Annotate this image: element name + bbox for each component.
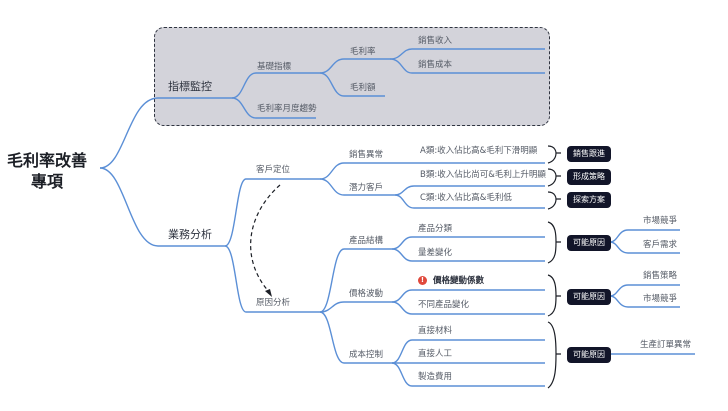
connector-customer-anomaly <box>319 162 545 180</box>
topic-direct-labor[interactable]: 直接人工 <box>418 349 453 359</box>
topic-market-competition-2[interactable]: 市場競爭 <box>643 294 678 304</box>
tag-explore-solution[interactable]: 探索方案 <box>567 192 611 208</box>
connector-product-volume <box>391 248 545 262</box>
connector-indicator-trend <box>231 97 316 119</box>
relationship-arrow <box>250 184 281 294</box>
connector-potential-c <box>394 194 545 209</box>
connector-tag1-demand <box>609 241 680 254</box>
topic-class-a[interactable]: A類:收入佔比高&毛利下滑明顯 <box>420 146 538 156</box>
topic-production-order-anomaly[interactable]: 生產訂單異常 <box>640 340 692 350</box>
connector-cause-price <box>319 301 392 313</box>
connector-price-diff <box>391 301 545 315</box>
topic-sales-cost[interactable]: 銷售成本 <box>418 60 453 70</box>
topic-indicator-monitoring[interactable]: 指標監控 <box>168 80 212 93</box>
connector-price-coef <box>391 289 545 303</box>
connector-root-indicator <box>99 97 232 169</box>
topic-class-b[interactable]: B類:收入佔比尚可&毛利上升明顯 <box>420 170 546 180</box>
tag-possible-cause-cost[interactable]: 可能原因 <box>567 347 611 363</box>
connector-cost-material <box>391 339 545 364</box>
connector-tag2-market <box>609 295 680 308</box>
topic-manufacturing-overhead[interactable]: 製造費用 <box>418 372 453 382</box>
connector-cause-cost <box>319 311 392 364</box>
topic-product-price-diff[interactable]: 不同產品變化 <box>418 300 470 310</box>
topic-business-analysis[interactable]: 業務分析 <box>168 228 212 241</box>
connector-basic-gross-profit <box>319 72 385 97</box>
topic-direct-material[interactable]: 直接材料 <box>418 326 453 336</box>
root-topic-line2: 專項 <box>30 172 63 191</box>
connector-indicator-basic <box>231 72 320 99</box>
topic-sales-anomaly[interactable]: 銷售異常 <box>349 150 384 160</box>
connector-business-customer <box>224 178 320 247</box>
connector-rate-revenue <box>389 48 545 60</box>
topic-potential-customers[interactable]: 潛力客戶 <box>349 183 384 193</box>
brace-price <box>547 274 561 317</box>
topic-product-structure[interactable]: 產品結構 <box>349 236 384 246</box>
connector-business-cause <box>224 245 320 313</box>
topic-monthly-trend[interactable]: 毛利率月度趨勢 <box>257 104 317 114</box>
connector-tag1-market <box>609 229 680 243</box>
topic-sales-revenue[interactable]: 銷售收入 <box>418 36 453 46</box>
topic-class-c[interactable]: C類:收入佔比高&毛利低 <box>420 193 512 203</box>
brace-a <box>547 145 561 164</box>
connector-basic-margin-rate <box>319 58 390 74</box>
topic-price-coefficient[interactable]: ! 價格變動係數 <box>418 276 484 286</box>
topic-customer-positioning[interactable]: 客戶定位 <box>256 165 291 175</box>
topic-product-classification[interactable]: 產品分類 <box>418 224 453 234</box>
tag-sales-follow-up[interactable]: 銷售跟進 <box>567 146 611 162</box>
topic-basic-indicators[interactable]: 基礎指標 <box>257 62 292 72</box>
topic-gross-profit[interactable]: 毛利額 <box>350 83 376 93</box>
topic-volume-variance[interactable]: 量差變化 <box>418 248 453 258</box>
connector-rate-cost <box>389 58 545 74</box>
topic-price-coefficient-label: 價格變動係數 <box>433 276 485 286</box>
indicator-group-box <box>154 27 550 126</box>
topic-cost-control[interactable]: 成本控制 <box>349 350 384 360</box>
tag-possible-cause-product[interactable]: 可能原因 <box>567 235 611 251</box>
brace-cost <box>547 321 561 389</box>
connector-product-class <box>391 236 545 250</box>
tag-form-strategy[interactable]: 形成策略 <box>567 169 611 185</box>
alert-badge-icon: ! <box>418 276 427 285</box>
connector-cost-overhead <box>391 362 545 387</box>
topic-market-competition[interactable]: 市場競爭 <box>643 216 678 226</box>
brace-c <box>547 191 561 210</box>
root-topic[interactable]: 毛利率改善 專項 <box>6 150 88 192</box>
connector-tag2-sales <box>609 284 680 297</box>
topic-gross-margin-rate[interactable]: 毛利率 <box>350 47 376 57</box>
connector-customer-potential <box>319 178 395 196</box>
connector-root-business <box>99 167 225 247</box>
tag-possible-cause-price[interactable]: 可能原因 <box>567 289 611 305</box>
brace-b <box>547 168 561 187</box>
root-topic-line1: 毛利率改善 <box>6 151 87 170</box>
topic-sales-strategy[interactable]: 銷售策略 <box>643 271 678 281</box>
brace-product <box>547 221 561 264</box>
topic-customer-demand[interactable]: 客戶需求 <box>643 240 678 250</box>
relationship-arrowhead <box>265 289 272 297</box>
connector-potential-b <box>394 185 545 196</box>
topic-price-fluctuation[interactable]: 價格波動 <box>349 289 384 299</box>
connector-cause-product <box>319 248 392 313</box>
topic-cause-analysis[interactable]: 原因分析 <box>256 298 291 308</box>
